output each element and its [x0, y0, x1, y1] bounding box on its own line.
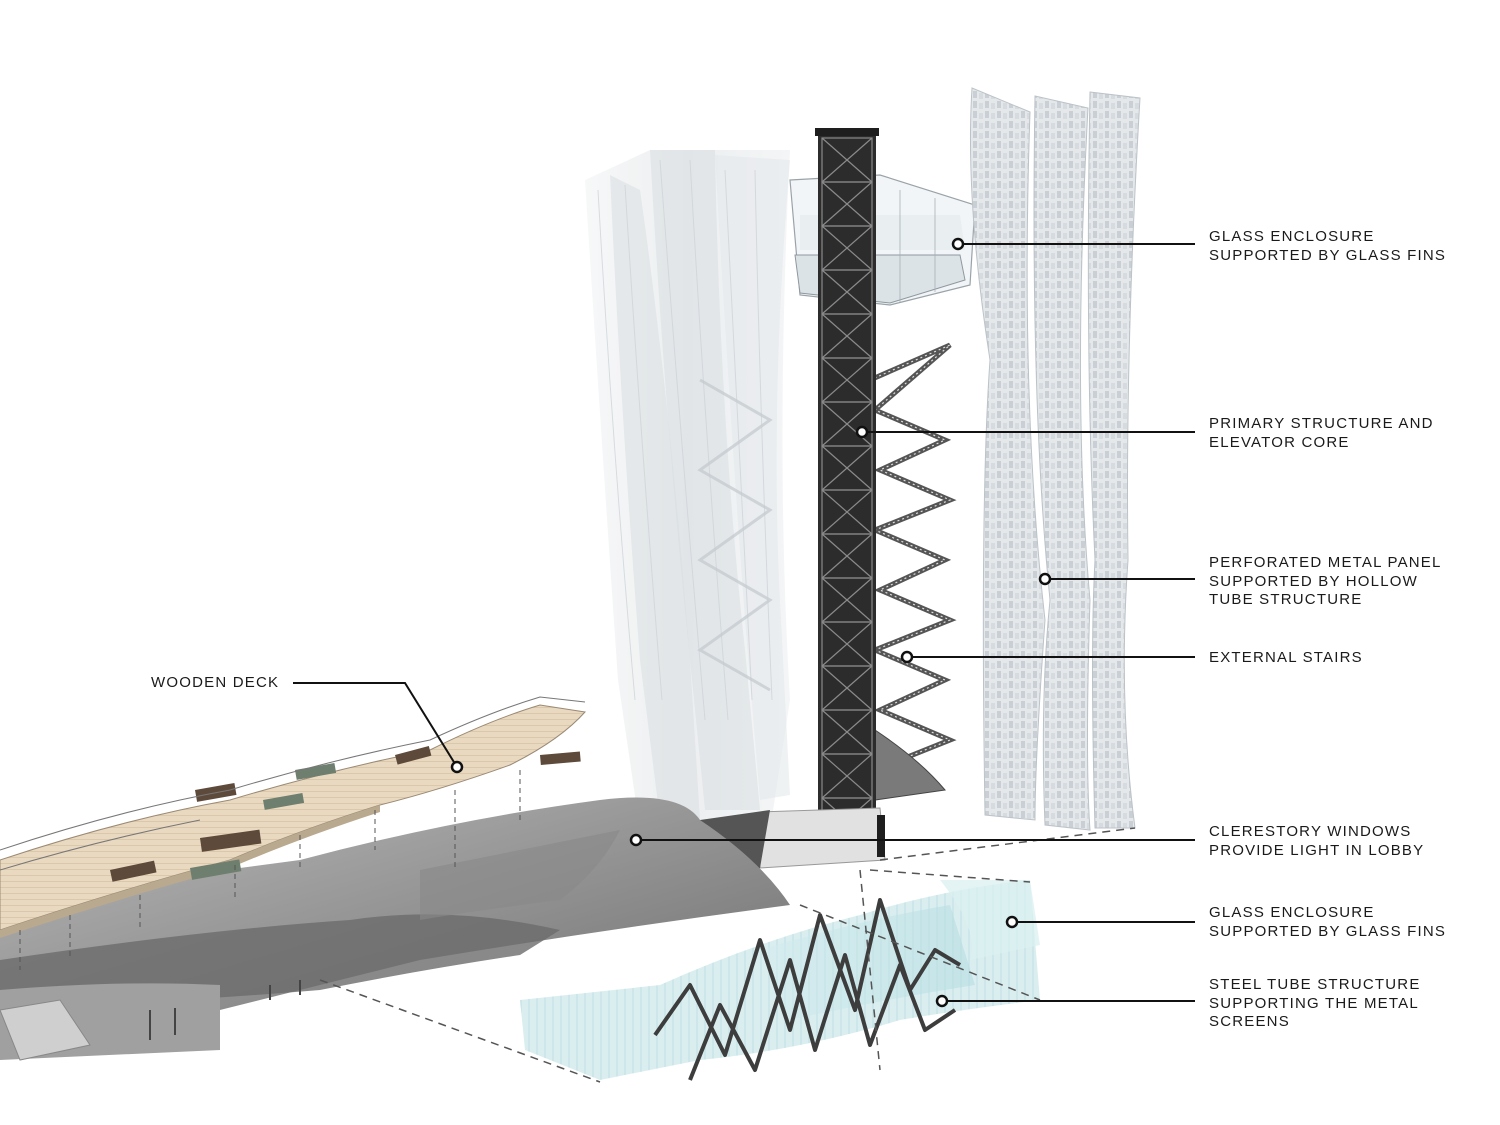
endpoint-glass-enclosure-bottom — [1005, 915, 1019, 929]
projection-lines — [319, 827, 1136, 1083]
endpoint-external-stairs — [900, 650, 914, 664]
label-perforated-panel: PERFORATED METAL PANEL SUPPORTED BY HOLL… — [1209, 554, 1442, 608]
core-brace — [821, 753, 873, 799]
label-steel-tube: STEEL TUBE STRUCTURE SUPPORTING THE META… — [1209, 976, 1421, 1030]
core-brace — [821, 533, 873, 579]
endpoint-steel-tube — [935, 994, 949, 1008]
perforated-metal-panel — [969, 87, 1141, 831]
leader-lines — [293, 243, 1195, 1002]
glass-enclosure-top — [789, 174, 976, 306]
label-primary-structure: PRIMARY STRUCTURE AND ELEVATOR CORE — [1209, 415, 1434, 451]
endpoint-perforated-panel — [1038, 572, 1052, 586]
ghost-glass-skin — [585, 150, 790, 830]
steel-tube-structure — [653, 898, 962, 1081]
core-brace — [821, 181, 873, 227]
endpoint-clerestory — [629, 833, 643, 847]
endpoint-wooden-deck — [450, 760, 464, 774]
core-brace — [821, 445, 873, 491]
label-glass-enclosure-bottom: GLASS ENCLOSURE SUPPORTED BY GLASS FINS — [1209, 904, 1447, 940]
core-brace — [821, 621, 873, 667]
endpoint-primary-structure — [855, 425, 869, 439]
external-stairs — [868, 342, 957, 801]
concrete-landscape — [0, 797, 790, 1061]
core-brace — [821, 401, 873, 447]
label-glass-enclosure-top: GLASS ENCLOSURE SUPPORTED BY GLASS FINS — [1209, 228, 1447, 264]
core-brace — [821, 357, 873, 403]
core-brace — [821, 709, 873, 755]
core-brace — [821, 137, 873, 183]
leader-endpoints — [450, 237, 1052, 1008]
core-brace — [821, 665, 873, 711]
core-brace — [821, 489, 873, 535]
endpoint-glass-enclosure-top — [951, 237, 965, 251]
core-brace — [821, 313, 873, 359]
label-external-stairs: EXTERNAL STAIRS — [1209, 649, 1363, 666]
core-brace — [821, 577, 873, 623]
core-brace — [821, 269, 873, 315]
label-clerestory: CLERESTORY WINDOWS PROVIDE LIGHT IN LOBB… — [1209, 823, 1425, 859]
elevator-core — [815, 128, 879, 843]
core-brace — [821, 225, 873, 271]
label-wooden-deck: WOODEN DECK — [151, 674, 280, 691]
wooden-deck — [0, 696, 586, 970]
